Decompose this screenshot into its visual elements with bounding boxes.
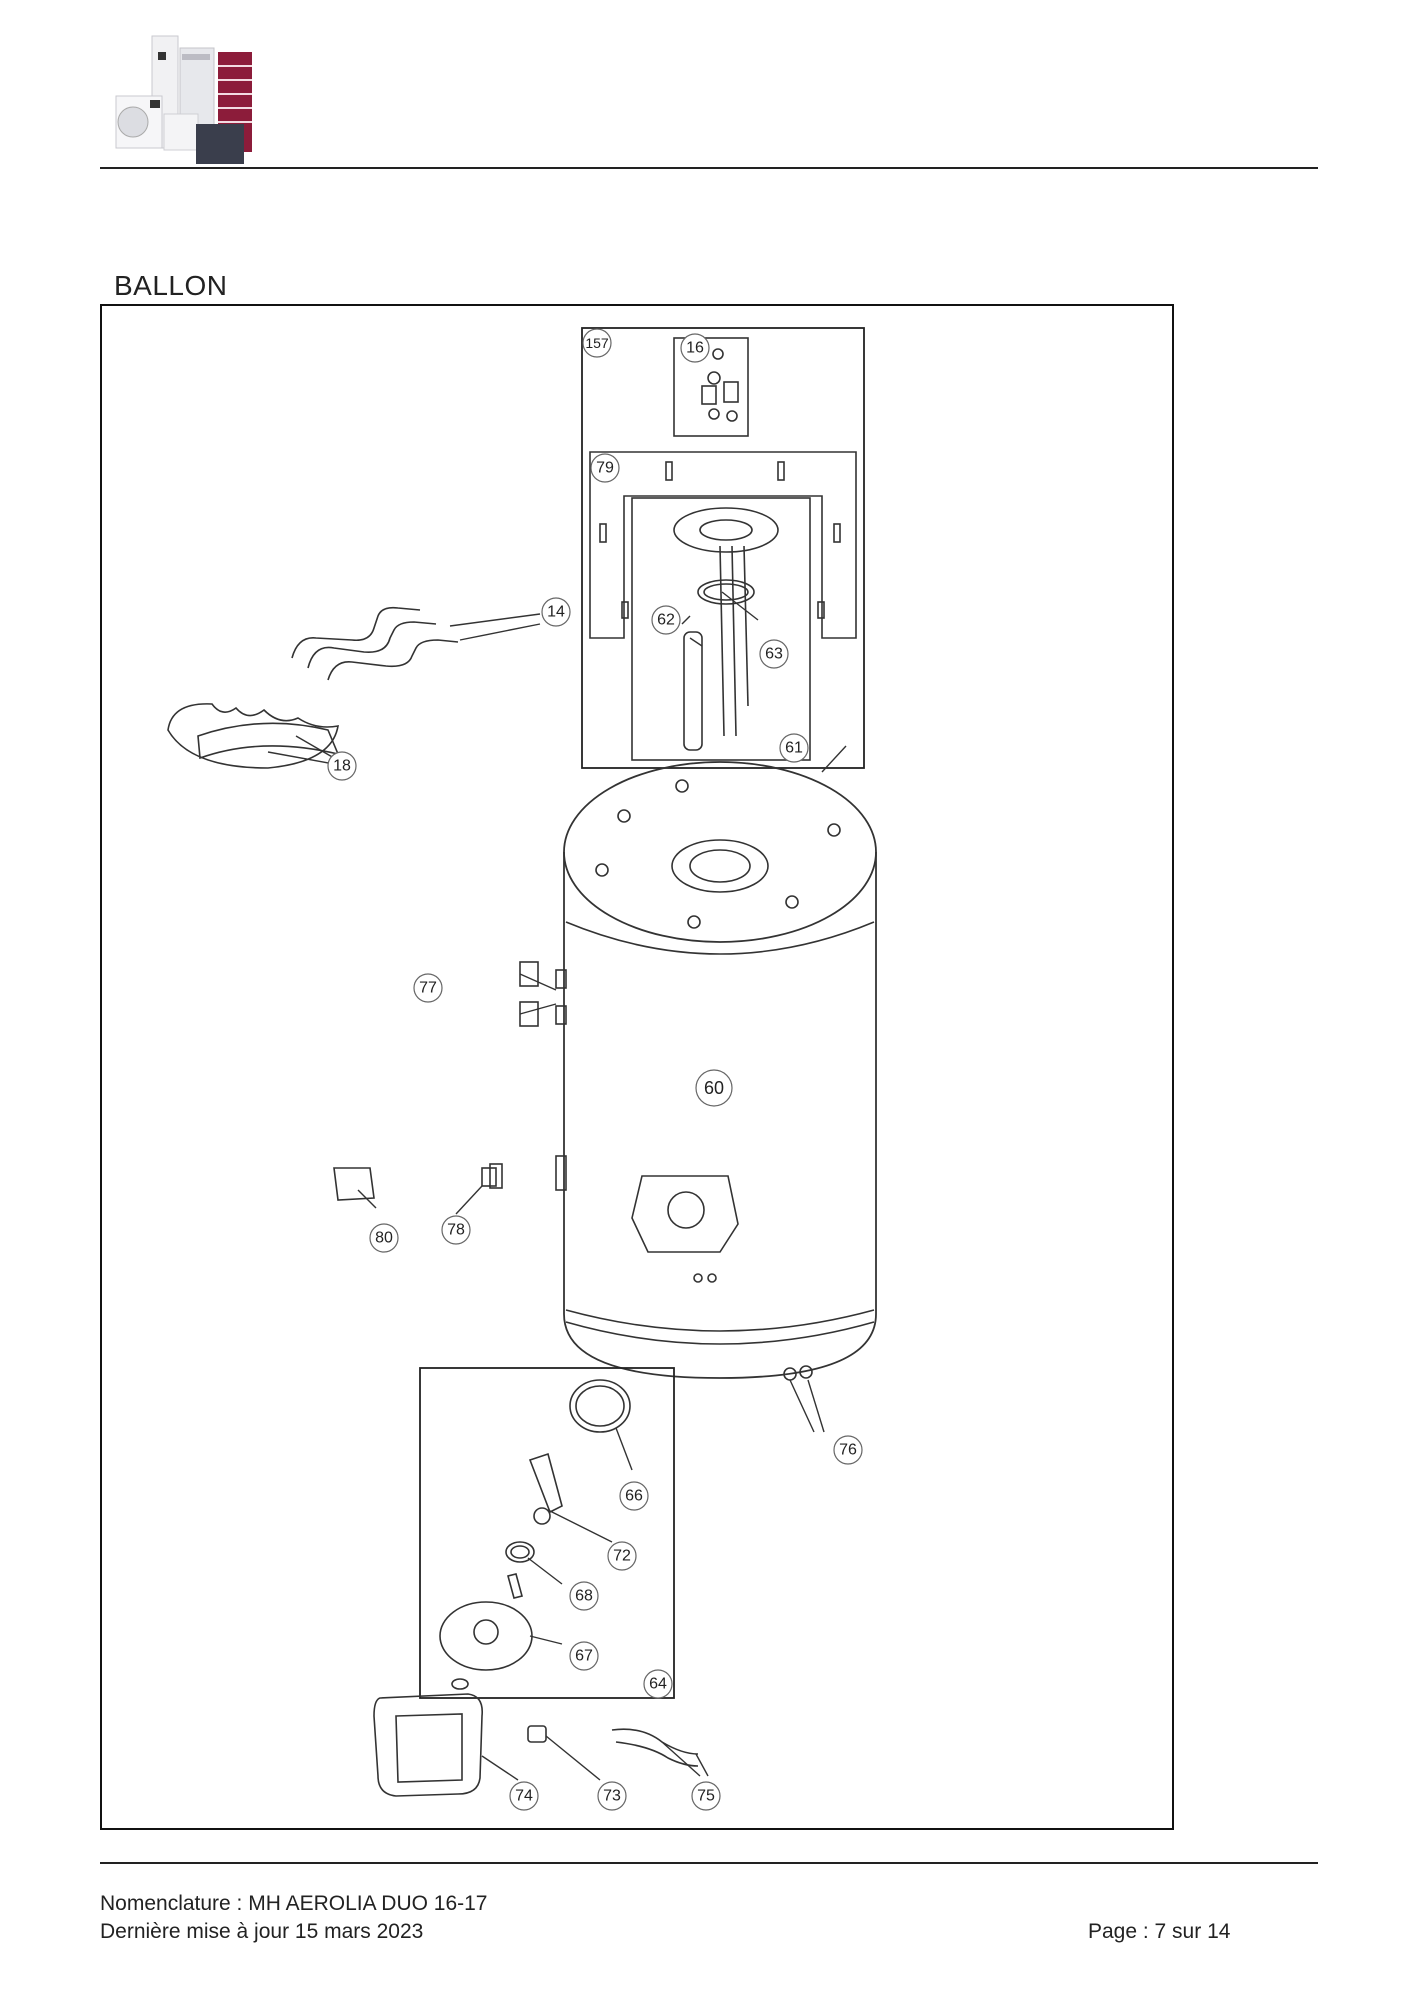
svg-text:72: 72 xyxy=(613,1548,631,1565)
callout-68: 68 xyxy=(569,1581,599,1611)
callout-18: 18 xyxy=(327,751,357,781)
footer-last-update: Dernière mise à jour 15 mars 2023 xyxy=(100,1920,424,1943)
svg-text:77: 77 xyxy=(419,980,437,997)
callout-76: 76 xyxy=(833,1435,863,1465)
callout-63: 63 xyxy=(759,639,789,669)
header-rule xyxy=(100,167,1318,169)
svg-text:68: 68 xyxy=(575,1588,593,1605)
exploded-parts-diagram: 157 16 79 14 62 63 61 18 77 60 80 78 76 … xyxy=(100,304,1174,1830)
callout-72: 72 xyxy=(607,1541,637,1571)
footer-nomenclature: Nomenclature : MH AEROLIA DUO 16-17 xyxy=(100,1892,488,1915)
svg-text:78: 78 xyxy=(447,1222,465,1239)
svg-text:18: 18 xyxy=(333,758,351,775)
svg-text:62: 62 xyxy=(657,612,675,629)
svg-text:63: 63 xyxy=(765,646,783,663)
callout-80: 80 xyxy=(369,1223,399,1253)
callout-157: 157 xyxy=(582,328,612,358)
svg-text:67: 67 xyxy=(575,1648,593,1665)
svg-text:66: 66 xyxy=(625,1488,643,1505)
footer-page-number: Page : 7 sur 14 xyxy=(1088,1920,1231,1943)
section-title: BALLON xyxy=(114,270,228,301)
svg-text:16: 16 xyxy=(686,340,704,357)
callout-16: 16 xyxy=(680,333,710,363)
svg-text:74: 74 xyxy=(515,1788,533,1805)
callout-66: 66 xyxy=(619,1481,649,1511)
callout-64: 64 xyxy=(643,1669,673,1699)
svg-text:75: 75 xyxy=(697,1788,715,1805)
svg-text:73: 73 xyxy=(603,1788,621,1805)
svg-text:157: 157 xyxy=(585,335,609,351)
callout-14: 14 xyxy=(541,597,571,627)
svg-text:80: 80 xyxy=(375,1230,393,1247)
callout-79: 79 xyxy=(590,453,620,483)
heating-products-logo xyxy=(100,30,260,168)
callout-62: 62 xyxy=(651,605,681,635)
svg-text:61: 61 xyxy=(785,740,803,757)
svg-text:76: 76 xyxy=(839,1442,857,1459)
callout-77: 77 xyxy=(413,973,443,1003)
callout-75: 75 xyxy=(691,1781,721,1811)
svg-text:60: 60 xyxy=(704,1078,724,1098)
callout-74: 74 xyxy=(509,1781,539,1811)
footer-rule xyxy=(100,1862,1318,1864)
callout-61: 61 xyxy=(779,733,809,763)
callout-60: 60 xyxy=(695,1069,733,1107)
callout-78: 78 xyxy=(441,1215,471,1245)
svg-text:14: 14 xyxy=(547,604,565,621)
svg-text:64: 64 xyxy=(649,1676,667,1693)
callout-73: 73 xyxy=(597,1781,627,1811)
svg-text:79: 79 xyxy=(596,460,614,477)
callout-67: 67 xyxy=(569,1641,599,1671)
